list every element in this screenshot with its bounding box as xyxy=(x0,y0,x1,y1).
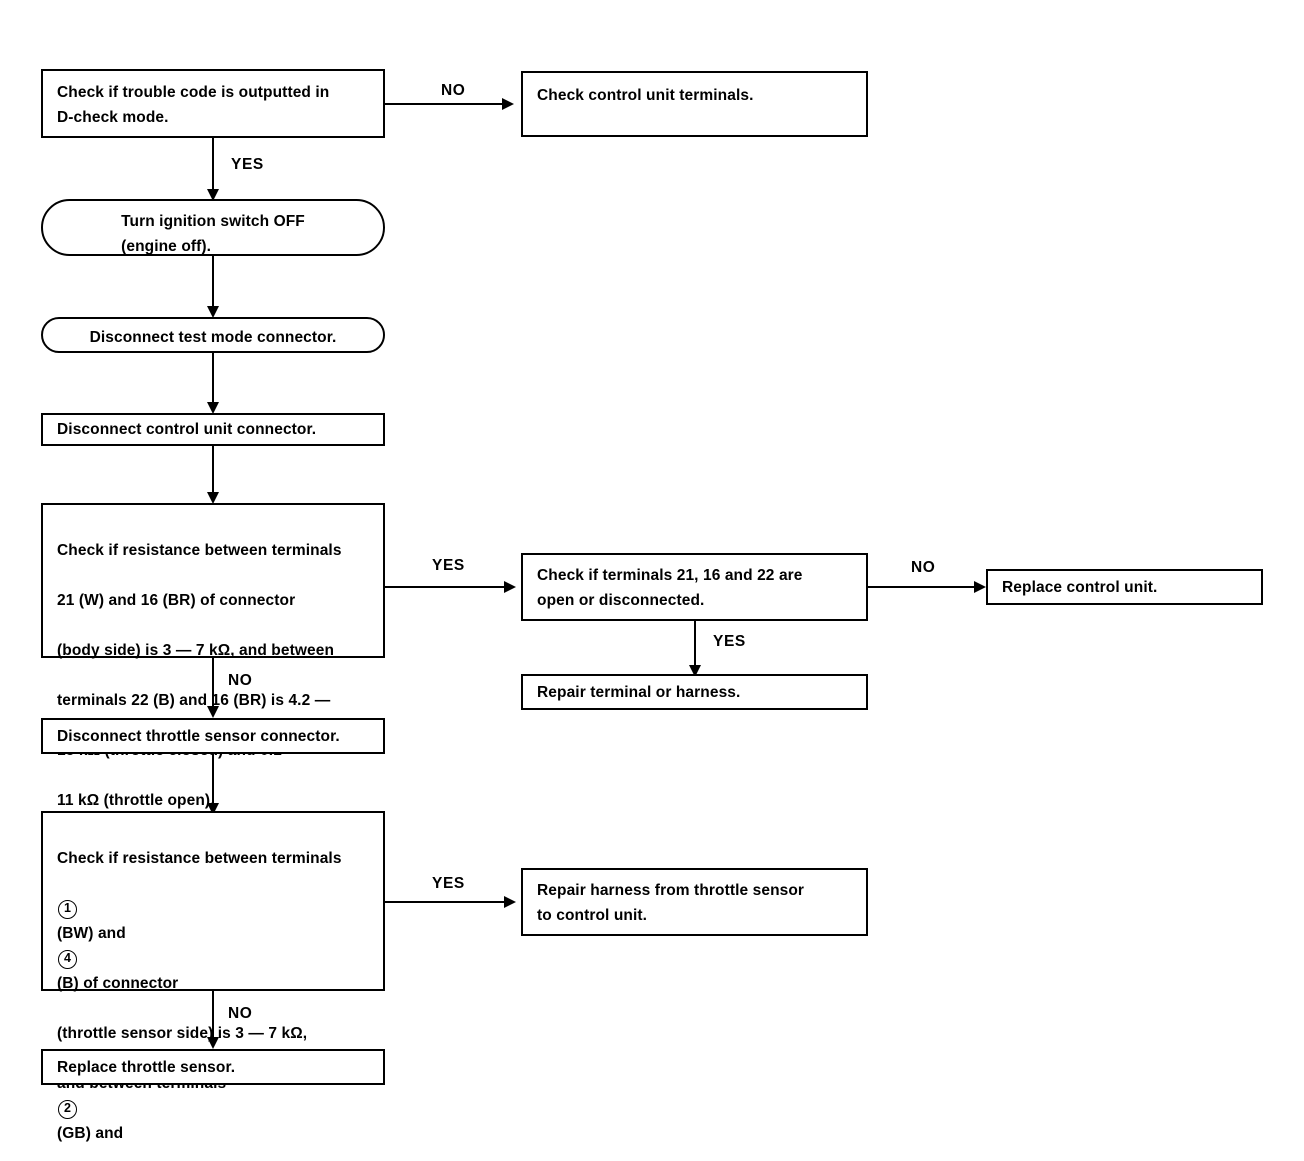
edge-label-yes-bodycheck: YES xyxy=(432,557,465,574)
node-repair-harness-label: Repair harness from throttle sensor to c… xyxy=(537,882,805,924)
edge-ignition-to-testmode-line xyxy=(212,256,214,312)
resistance-body-line-1: Check if resistance between terminals xyxy=(57,542,342,559)
resistance-body-line-4: terminals 22 (B) and 16 (BR) is 4.2 — xyxy=(57,692,331,709)
node-check-terminals-open: Check if terminals 21, 16 and 22 are ope… xyxy=(521,553,868,621)
node-disconnect-control-unit-connector-label: Disconnect control unit connector. xyxy=(57,421,317,438)
edge-label-yes-top: YES xyxy=(231,156,264,173)
node-repair-harness: Repair harness from throttle sensor to c… xyxy=(521,868,868,936)
node-check-terminals-open-label: Check if terminals 21, 16 and 22 are ope… xyxy=(537,567,803,609)
edge-no-bodycheck-line xyxy=(212,658,214,713)
edge-no-terminals-line xyxy=(868,586,974,588)
node-check-resistance-body-side: Check if resistance between terminals 21… xyxy=(41,503,385,809)
edge-no-sensorcheck-arrow xyxy=(207,1037,219,1049)
resistance-sensor-line-1: Check if resistance between terminals xyxy=(57,850,342,867)
node-disconnect-throttle-sensor-connector: Disconnect throttle sensor connector. xyxy=(41,718,385,754)
terminal-1-circled-icon: 1 xyxy=(58,900,77,919)
node-disconnect-test-mode-connector: Disconnect test mode connector. xyxy=(41,317,385,353)
node-check-trouble-code: Check if trouble code is outputted in D-… xyxy=(41,69,385,138)
edge-yes-top-line xyxy=(212,138,214,195)
edge-no-top-arrow xyxy=(502,98,514,110)
edge-label-no-top: NO xyxy=(441,82,466,99)
node-disconnect-control-unit-connector: Disconnect control unit connector. xyxy=(41,413,385,446)
edge-label-yes-terminals: YES xyxy=(713,633,746,650)
node-repair-terminal-or-harness: Repair terminal or harness. xyxy=(521,674,868,710)
resistance-sensor-line-3: (throttle sensor side) is 3 — 7 kΩ, xyxy=(57,1025,308,1042)
terminal-2-circled-icon: 2 xyxy=(58,1100,77,1119)
edge-no-sensorcheck-line xyxy=(212,991,214,1044)
node-check-resistance-sensor-side-label: Check if resistance between terminals 1 … xyxy=(57,821,342,1161)
node-replace-throttle-sensor: Replace throttle sensor. xyxy=(41,1049,385,1085)
node-replace-throttle-sensor-label: Replace throttle sensor. xyxy=(57,1058,236,1076)
resistance-body-line-2: 21 (W) and 16 (BR) of connector xyxy=(57,592,296,609)
node-turn-ignition-off: Turn ignition switch OFF (engine off). xyxy=(41,199,385,256)
edge-sensorconn-to-sensorcheck-line xyxy=(212,754,214,810)
resistance-body-line-6: 11 kΩ (throttle open). xyxy=(57,792,215,809)
edge-label-yes-sensorcheck: YES xyxy=(432,875,465,892)
edge-yes-top-arrow xyxy=(207,189,219,201)
edge-label-no-bodycheck: NO xyxy=(228,672,253,689)
edge-ignition-to-testmode-arrow xyxy=(207,306,219,318)
node-check-trouble-code-label: Check if trouble code is outputted in D-… xyxy=(57,84,330,126)
edge-testmode-to-cuconn-arrow xyxy=(207,402,219,414)
node-disconnect-throttle-sensor-connector-label: Disconnect throttle sensor connector. xyxy=(57,727,340,745)
edge-label-no-sensorcheck: NO xyxy=(228,1005,253,1022)
node-repair-terminal-or-harness-label: Repair terminal or harness. xyxy=(537,683,741,701)
edge-yes-sensorcheck-arrow xyxy=(504,896,516,908)
edge-yes-terminals-line xyxy=(694,621,696,672)
edge-cuconn-to-bodycheck-line xyxy=(212,446,214,501)
terminal-4-circled-icon: 4 xyxy=(58,950,77,969)
node-check-control-unit-terminals-label: Check control unit terminals. xyxy=(537,87,754,104)
resistance-sensor-line-2d: (B) of connector xyxy=(57,975,179,992)
node-replace-control-unit: Replace control unit. xyxy=(986,569,1263,605)
node-check-control-unit-terminals: Check control unit terminals. xyxy=(521,71,868,137)
edge-no-bodycheck-arrow xyxy=(207,706,219,718)
resistance-body-line-3: (body side) is 3 — 7 kΩ, and between xyxy=(57,642,335,659)
edge-yes-bodycheck-arrow xyxy=(504,581,516,593)
node-check-resistance-body-side-label: Check if resistance between terminals 21… xyxy=(57,513,342,813)
edge-no-top-line xyxy=(385,103,502,105)
edge-yes-sensorcheck-line xyxy=(385,901,504,903)
edge-label-no-terminals: NO xyxy=(911,559,936,576)
edge-testmode-to-cuconn-line xyxy=(212,353,214,408)
edge-no-terminals-arrow xyxy=(974,581,986,593)
resistance-sensor-line-4c: (GB) and xyxy=(57,1125,124,1142)
node-turn-ignition-off-label: Turn ignition switch OFF (engine off). xyxy=(121,213,305,255)
node-disconnect-test-mode-connector-label: Disconnect test mode connector. xyxy=(89,329,337,346)
resistance-sensor-line-2b: (BW) and xyxy=(57,925,126,942)
edge-cuconn-to-bodycheck-arrow xyxy=(207,492,219,504)
edge-yes-bodycheck-line xyxy=(385,586,504,588)
node-replace-control-unit-label: Replace control unit. xyxy=(1002,578,1158,596)
node-check-resistance-sensor-side: Check if resistance between terminals 1 … xyxy=(41,811,385,1142)
